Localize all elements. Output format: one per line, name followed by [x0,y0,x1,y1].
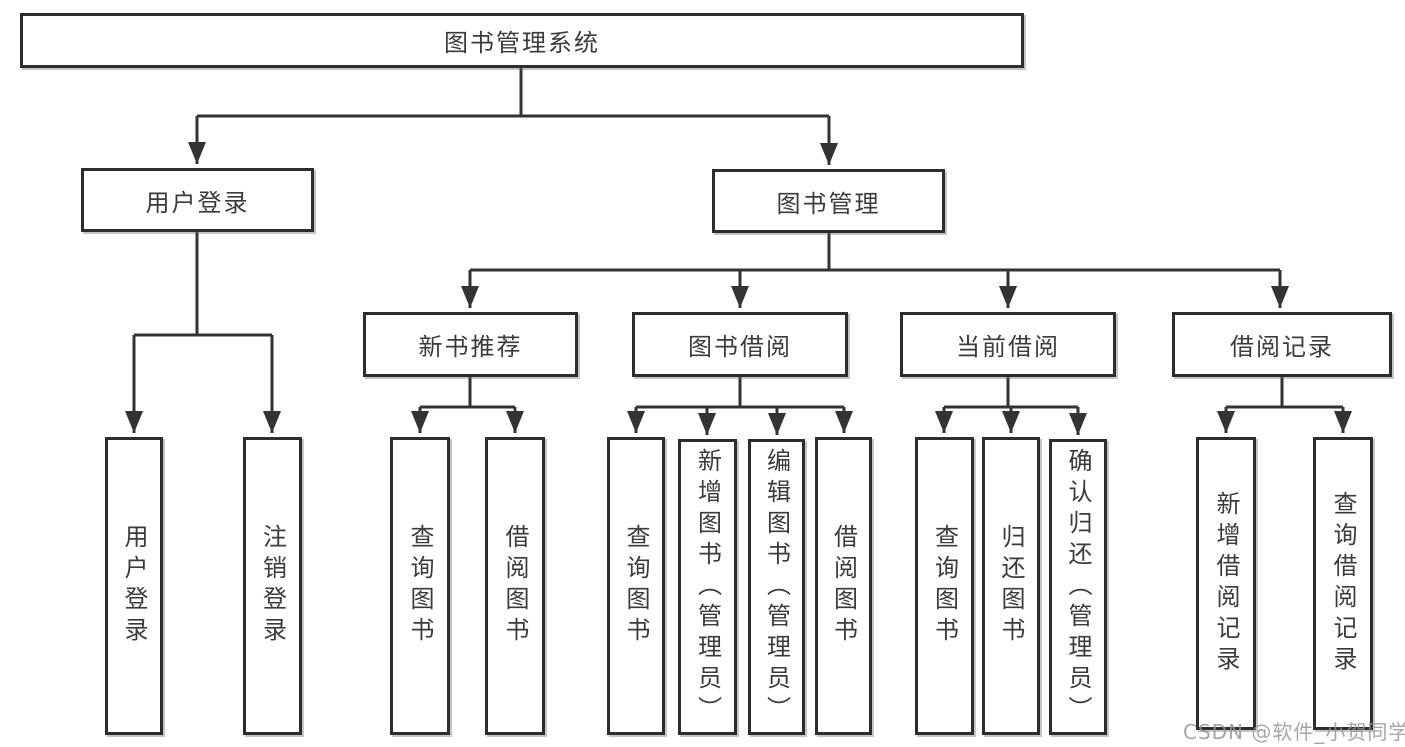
node-user-login: 用户登录 [81,168,314,232]
leaf-edit-books-admin-label: 编辑图书（管理员） [762,447,791,727]
leaf-borrow-query-books-label: 查询图书 [622,524,650,648]
node-new-book-recommend-label: 新书推荐 [418,333,523,361]
leaf-add-books-admin: 新增图书（管理员） [678,439,737,735]
leaf-add-borrow-record-label: 新增借阅记录 [1212,490,1240,677]
leaf-edit-books-admin: 编辑图书（管理员） [748,439,805,735]
leaf-current-query-books-label: 查询图书 [930,524,959,648]
connector-arrows [125,116,1352,435]
leaf-return-books-label: 归还图书 [997,524,1025,648]
leaf-confirm-return-admin: 确认归还（管理员） [1049,439,1107,735]
node-new-book-recommend: 新书推荐 [363,312,578,377]
node-current-borrow: 当前借阅 [900,312,1116,377]
connector-trunk-lines [134,68,1343,409]
node-borrow-records-label: 借阅记录 [1230,333,1334,361]
node-user-login-label: 用户登录 [145,188,250,217]
node-book-borrow: 图书借阅 [632,312,848,377]
leaf-user-login-label: 用户登录 [120,524,148,648]
leaf-borrow-borrow-books-label: 借阅图书 [829,524,858,648]
leaf-user-login: 用户登录 [105,437,163,735]
leaf-query-borrow-record: 查询借阅记录 [1313,437,1373,730]
node-root: 图书管理系统 [20,13,1024,68]
node-book-management: 图书管理 [712,169,945,233]
node-book-management-label: 图书管理 [776,189,881,218]
leaf-borrow-borrow-books: 借阅图书 [815,437,872,735]
leaf-return-books: 归还图书 [982,437,1040,735]
leaf-add-borrow-record: 新增借阅记录 [1196,437,1256,730]
node-root-label: 图书管理系统 [444,29,600,57]
leaf-borrow-query-books: 查询图书 [607,437,665,735]
node-borrow-records: 借阅记录 [1172,312,1392,377]
leaf-newbook-borrow-books: 借阅图书 [485,437,545,735]
leaf-add-books-admin-label: 新增图书（管理员） [693,447,722,727]
leaf-newbook-borrow-books-label: 借阅图书 [501,524,529,648]
leaf-logout-label: 注销登录 [258,524,287,648]
leaf-confirm-return-admin-label: 确认归还（管理员） [1064,447,1092,727]
leaf-query-borrow-record-label: 查询借阅记录 [1329,490,1357,677]
leaf-logout: 注销登录 [243,437,302,735]
node-current-borrow-label: 当前借阅 [956,333,1060,361]
leaf-current-query-books: 查询图书 [915,437,974,735]
leaf-newbook-query-books-label: 查询图书 [406,524,434,648]
leaf-newbook-query-books: 查询图书 [390,437,450,735]
node-book-borrow-label: 图书借阅 [688,333,792,361]
